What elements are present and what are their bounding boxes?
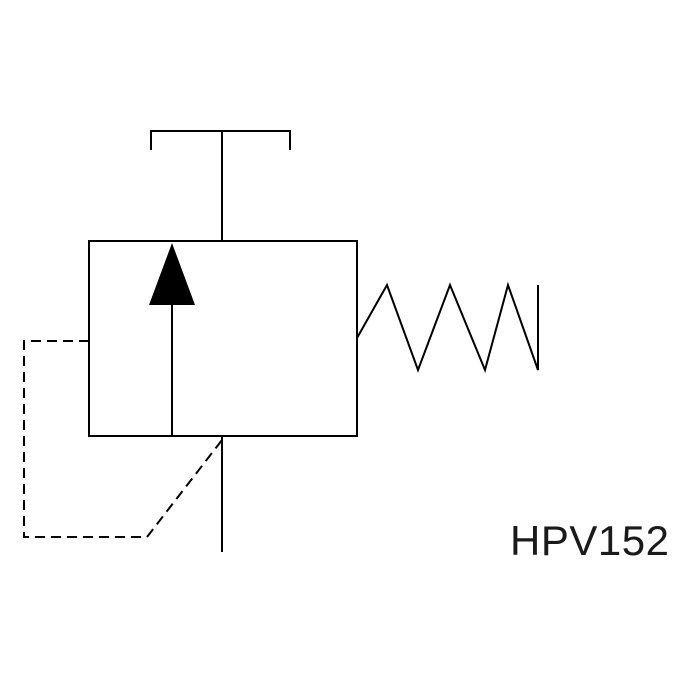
pilot-line (23, 340, 223, 538)
part-number-label: HPV152 (510, 517, 670, 564)
manual-actuator-handle (150, 130, 291, 241)
spring-icon (356, 281, 539, 374)
flow-arrow (149, 243, 195, 436)
valve-envelope (88, 240, 358, 437)
